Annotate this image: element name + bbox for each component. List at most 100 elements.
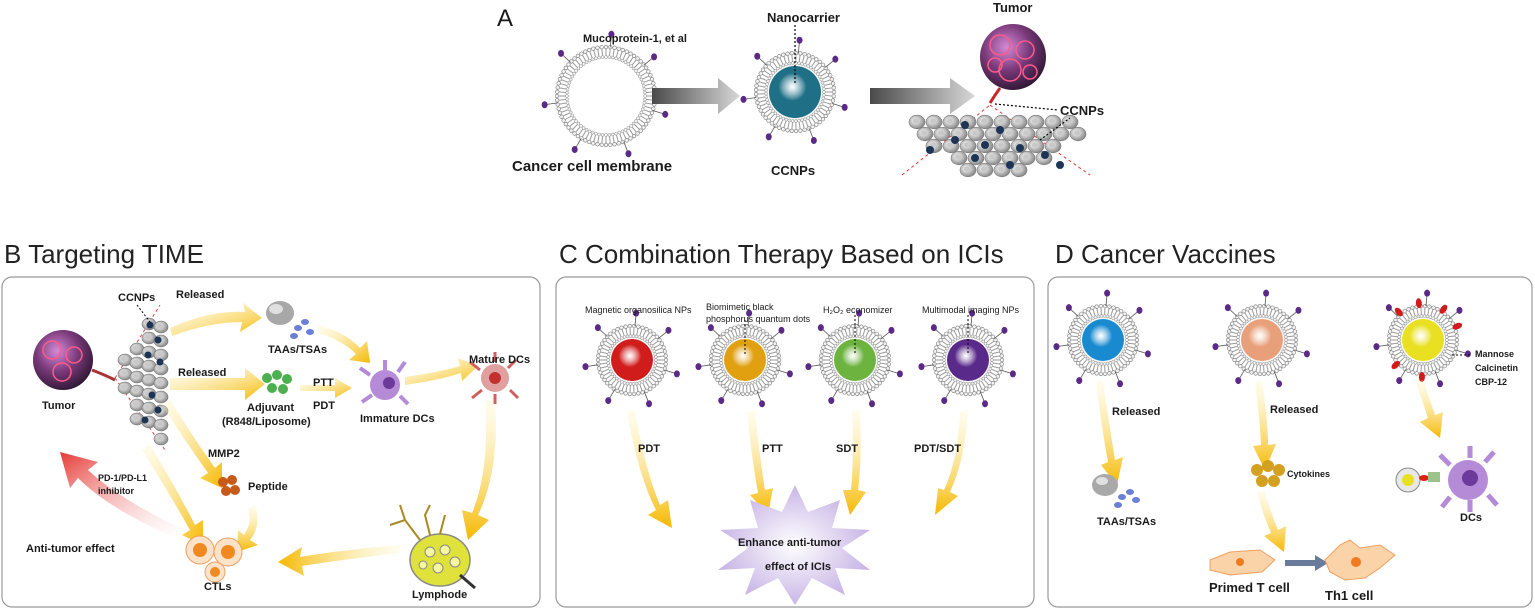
tumor-a-label: Tumor [993,0,1033,15]
tumor-b-icon [33,330,116,390]
membrane-vesicle [541,30,669,158]
tissue-cell [942,114,960,130]
tissue-cell [153,432,169,446]
arrow-c-2 [747,410,773,515]
ccnp-dot [154,406,162,414]
nanocarrier-label: Nanocarrier [767,10,840,25]
tissue-cell [993,138,1011,154]
tissue-b-cells [117,317,169,446]
cytokines-icon [1251,460,1285,487]
cancer-membrane-label: Cancer cell membrane [512,158,673,175]
calcinetin-label: Calcinetin [1475,363,1519,373]
tissue-cell [1018,150,1036,166]
tissue-cell [129,384,145,398]
ctls-label: CTLs [204,581,232,593]
ccnp-dot [154,336,162,344]
arrow-b-adj-idc [300,378,352,398]
ccnp-dot [961,121,969,129]
np-d-1 [1053,289,1151,388]
np2-label-1: Biomimetic black [706,302,774,312]
ccnps-a-right-label: CCNPs [1060,103,1105,118]
vaccine-dc-icon [1395,446,1499,512]
arrow-c-4-label: PDT/SDT [914,443,962,455]
panel-d-frame [1047,276,1533,608]
immature-dc-icon [358,360,410,406]
panel-a-arrow-1 [652,78,740,114]
np-c-4 [918,309,1016,408]
tissue-cell [993,114,1011,130]
np2-label-2: phosphorus quantum dots [706,314,811,324]
tissue-cell [153,376,169,390]
adjuvant-icon [262,370,292,394]
np-d-2 [1212,289,1310,388]
tissue-b [114,304,169,451]
panel-a-letter: A [497,5,514,32]
cytokines-label: Cytokines [1287,469,1331,479]
tissue-cell [993,162,1011,178]
released-d-2-label: Released [1270,404,1319,416]
tissue-cell [1052,126,1070,142]
tissue-cell [1044,138,1062,154]
taa-d-icon [1092,474,1140,508]
tissue-cell [153,348,169,362]
tumor-b-label: Tumor [42,400,76,412]
primed-t-cell-label: Primed T cell [1209,580,1290,595]
mature-dc-icon [469,352,520,404]
np3-label: H₂O₂ economizer [823,305,893,315]
callout-ccnps-b [136,304,151,323]
tissue-cell [1027,138,1045,154]
ccnp-dot [971,154,979,162]
tissue-cell [141,401,157,415]
tissue-cell [933,126,951,142]
mature-dcs-label: Mature DCs [469,354,531,366]
arrow-b-anti-tumor [60,452,185,540]
th1-cell-label: Th1 cell [1325,588,1374,603]
immature-dcs-label: Immature DCs [360,413,435,425]
ccnp-dot [141,416,149,424]
tissue-cell [925,114,943,130]
peptide-icon [218,475,240,496]
tissue-cell [959,162,977,178]
arrow-c-3-label: SDT [836,443,858,455]
arrow-b-mmp2 [162,400,222,488]
taa-b-icon [266,301,314,339]
panel-d-title: D Cancer Vaccines [1055,239,1276,269]
np-c-3 [805,309,903,408]
released-d-1-label: Released [1112,406,1161,418]
panel-b-title: B Targeting TIME [4,239,204,269]
panel-a-arrow-2 [870,78,975,114]
tissue-cell [1035,126,1053,142]
np-c-1 [582,309,680,408]
arrow-c-3 [843,410,866,515]
ccnp-dot [1006,161,1014,169]
arrow-c-2-label: PTT [762,443,783,455]
ccnp-dot [148,391,156,399]
tissue-cell [908,114,926,130]
tissue-cell [117,381,133,395]
np1-label: Magnetic organosilica NPs [585,305,692,315]
lymphode-icon [389,504,476,590]
th1-cell-icon [1324,539,1396,581]
released-b-2-label: Released [178,367,227,379]
tissue-cell [141,359,157,373]
taa-b-label: TAAs/TSAs [268,344,328,356]
callout-a-1 [994,103,1059,111]
tissue-cell [153,320,169,334]
tissue-cell [129,398,145,412]
panel-c-frame [555,276,1035,608]
tissue-cell [1044,114,1062,130]
taa-d-label: TAAs/TSAs [1097,516,1157,528]
tissue-a [901,104,1091,178]
ccnp-a [740,36,848,144]
mannose-label: Mannose [1475,349,1515,359]
dcs-label: DCs [1460,512,1483,524]
ccnp-dot [981,141,989,149]
tissue-cell [129,356,145,370]
arrow-b-taa-idc [318,325,370,363]
tissue-cell [153,390,169,404]
pdt-b-label: PDT [313,400,335,412]
arrow-d-t-th1 [1285,555,1328,571]
ccnps-a-bottom-label: CCNPs [771,163,816,178]
enhance-starburst [718,485,870,605]
tissue-cell [967,126,985,142]
